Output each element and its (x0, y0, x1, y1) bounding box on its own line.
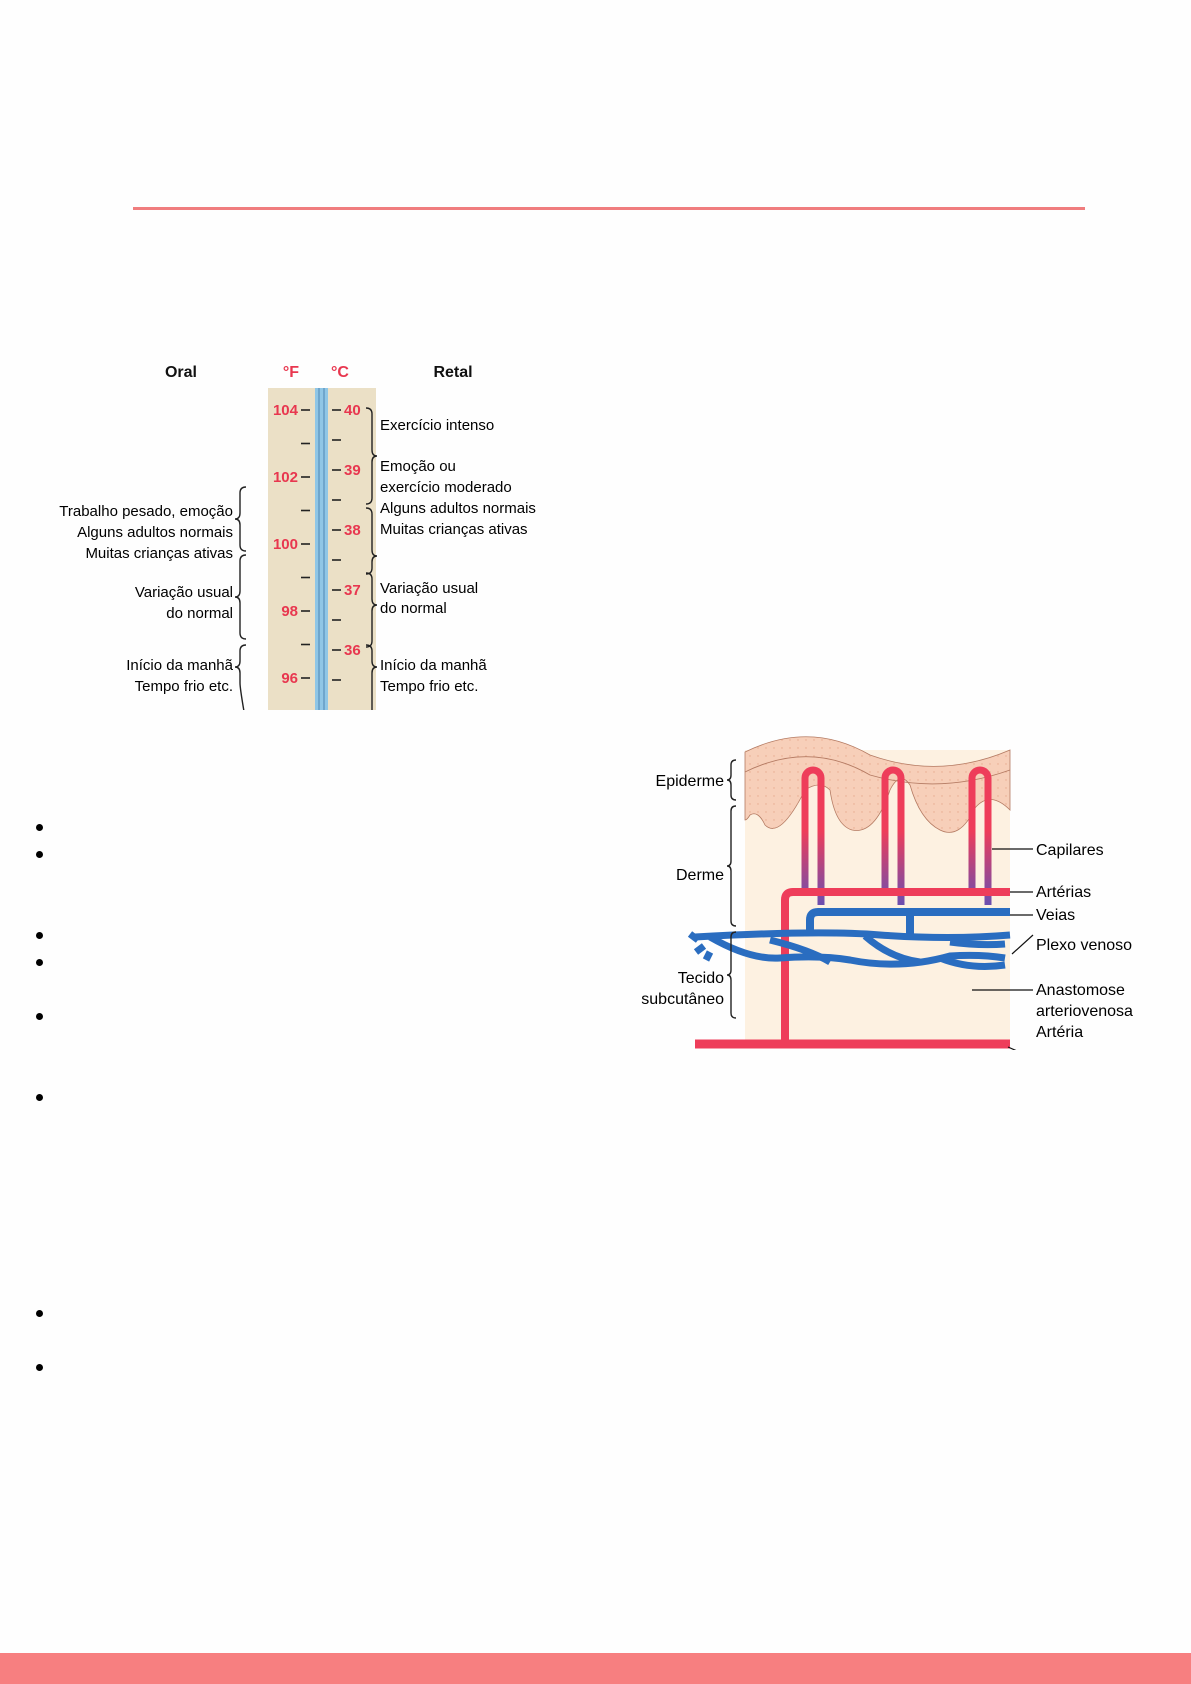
rectal-range-2-line-2: exercício moderado (380, 479, 512, 496)
rectal-range-3-line-2: Muitas crianças ativas (380, 521, 528, 538)
rectal-range-4-line-1: Variação usual (380, 580, 478, 597)
brace-rectal-4 (365, 644, 378, 710)
brace-oral-1 (234, 486, 247, 552)
thermometer-tube (315, 388, 328, 710)
label-arterias: Artérias (1036, 884, 1091, 901)
label-arteria: Artéria (1036, 1024, 1083, 1041)
oral-range-1-line-3: Muitas crianças ativas (85, 545, 233, 562)
bullet-marker (36, 1013, 43, 1020)
rectal-range-2-line-1: Emoção ou (380, 458, 456, 475)
c-label-39: 39 (344, 462, 361, 479)
header-fahrenheit: °F (283, 364, 299, 381)
header-rectal: Retal (433, 364, 472, 381)
bullet-marker (36, 959, 43, 966)
bullet-marker (36, 1310, 43, 1317)
oral-range-1-line-1: Trabalho pesado, emoção (59, 503, 233, 520)
f-label-100: 100 (273, 536, 298, 553)
label-epiderme: Epiderme (656, 773, 725, 790)
rectal-range-3-line-1: Alguns adultos normais (380, 500, 536, 517)
label-veias: Veias (1036, 907, 1075, 924)
capillary-loop-1 (801, 766, 825, 905)
label-tecido-line-2: subcutâneo (641, 991, 724, 1008)
f-label-104: 104 (273, 402, 299, 419)
section-divider (133, 207, 1085, 210)
bullet-marker (36, 824, 43, 831)
oral-range-2-line-2: do normal (166, 605, 233, 622)
rectal-range-1-line-1: Exercício intenso (380, 417, 494, 434)
skin-vascular-figure: Epiderme Derme Tecido subcutâneo Capilar… (620, 730, 1160, 1059)
oral-range-3-line-1: Início da manhã (126, 657, 233, 674)
header-oral: Oral (165, 364, 197, 381)
label-capilares: Capilares (1036, 842, 1104, 859)
footer-band (0, 1653, 1191, 1684)
brace-oral-3 (234, 644, 247, 724)
label-anastomose-line-1: Anastomose (1036, 982, 1125, 999)
brace-tecido (726, 931, 737, 1019)
c-label-40: 40 (344, 402, 361, 419)
venous-plexus (687, 929, 1011, 970)
c-label-38: 38 (344, 522, 361, 539)
f-label-102: 102 (273, 469, 298, 486)
bullet-marker (36, 932, 43, 939)
brace-epiderme (726, 759, 737, 801)
oral-range-1-line-2: Alguns adultos normais (77, 524, 233, 541)
bullet-marker (36, 1364, 43, 1371)
capillary-loop-3 (968, 766, 992, 905)
capillary-loop-2 (881, 766, 905, 905)
body-temperature-figure: Oral °F °C Retal 104 102 100 98 96 40 39… (30, 355, 575, 724)
brace-oral-2 (234, 554, 247, 640)
label-tecido-line-1: Tecido (678, 970, 724, 987)
f-label-98: 98 (281, 603, 298, 620)
brace-rectal-2 (365, 507, 378, 575)
header-celsius: °C (331, 364, 349, 381)
arteries-line (781, 888, 1010, 1040)
c-label-36: 36 (344, 642, 361, 659)
veins-line (806, 908, 1010, 935)
f-label-96: 96 (281, 670, 298, 687)
brace-rectal-1 (365, 407, 378, 505)
rectal-range-4-line-2: do normal (380, 600, 447, 617)
brace-derme (726, 805, 737, 927)
oral-range-3-line-2: Tempo frio etc. (135, 678, 233, 695)
c-label-37: 37 (344, 582, 361, 599)
label-derme: Derme (676, 867, 724, 884)
rectal-range-5-line-1: Início da manhã (380, 657, 487, 674)
rectal-range-5-line-2: Tempo frio etc. (380, 678, 478, 695)
label-anastomose-line-2: arteriovenosa (1036, 1003, 1133, 1020)
bullet-marker (36, 851, 43, 858)
label-plexo-venoso: Plexo venoso (1036, 937, 1132, 954)
bullet-marker (36, 1094, 43, 1101)
brace-rectal-3 (365, 572, 378, 648)
oral-range-2-line-1: Variação usual (135, 584, 233, 601)
